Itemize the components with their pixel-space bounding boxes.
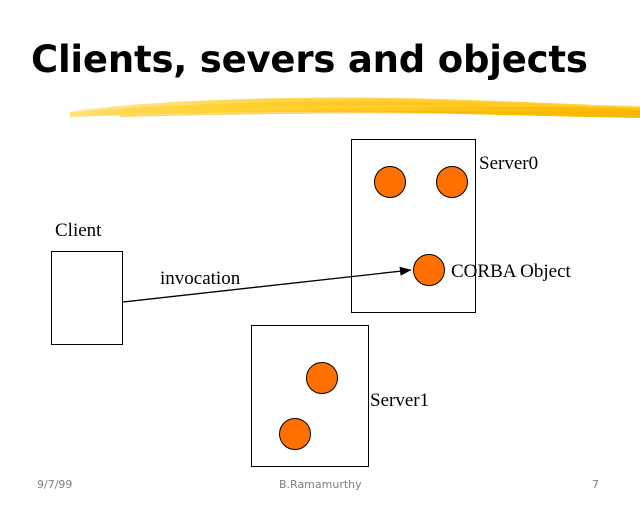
object-circle bbox=[436, 166, 468, 198]
server0-box bbox=[351, 139, 476, 313]
invocation-label: invocation bbox=[160, 268, 241, 289]
object-circle bbox=[306, 362, 338, 394]
footer-author: B.Ramamurthy bbox=[279, 478, 362, 491]
object-circle bbox=[279, 418, 311, 450]
server1-label: Server1 bbox=[370, 390, 430, 411]
footer-date: 9/7/99 bbox=[37, 478, 73, 491]
object-circle bbox=[413, 254, 445, 286]
footer-page-number: 7 bbox=[592, 478, 599, 491]
page-title: Clients, severs and objects bbox=[31, 38, 588, 81]
client-box bbox=[51, 251, 123, 345]
slide-footer: 9/7/99 B.Ramamurthy 7 bbox=[0, 478, 640, 500]
corba-object-label: CORBA Object bbox=[451, 261, 571, 282]
server0-label: Server0 bbox=[479, 153, 539, 174]
server1-box bbox=[251, 325, 369, 467]
client-label: Client bbox=[55, 220, 102, 241]
object-circle bbox=[374, 166, 406, 198]
